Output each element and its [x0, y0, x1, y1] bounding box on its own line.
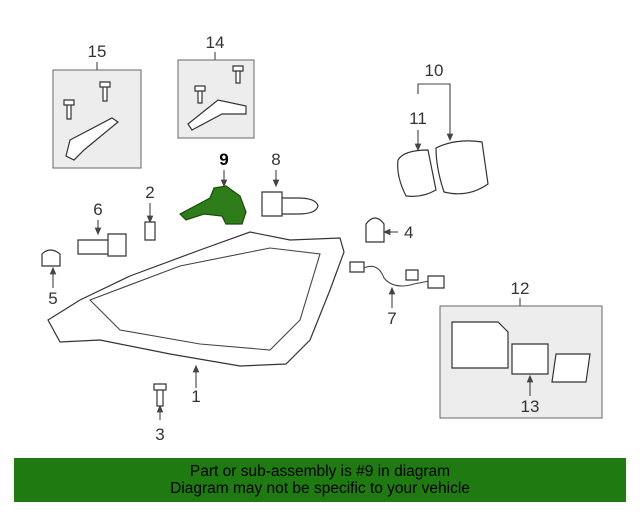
- callout-13[interactable]: 13: [521, 397, 540, 416]
- cover-10: [435, 140, 489, 195]
- callout-4[interactable]: 4: [404, 223, 413, 242]
- callout-1[interactable]: 1: [191, 387, 200, 406]
- bracket-15: [65, 117, 120, 161]
- bulb-icon: [261, 191, 319, 217]
- callout-9[interactable]: 9: [219, 150, 228, 169]
- part-5[interactable]: 5: [41, 249, 61, 308]
- info-banner: Part or sub-assembly is #9 in diagram Di…: [14, 458, 626, 502]
- connector-icon: [349, 261, 365, 273]
- part-9[interactable]: 9: [179, 150, 247, 225]
- small-bulb-icon: [41, 249, 61, 267]
- lens-plate: [551, 353, 591, 383]
- bolt-icon: [153, 383, 167, 407]
- callout-3[interactable]: 3: [155, 425, 164, 444]
- part-6[interactable]: 6: [77, 200, 127, 257]
- screw-icon: [63, 81, 111, 120]
- part-3[interactable]: 3: [153, 383, 167, 444]
- part-4[interactable]: 4: [365, 217, 413, 243]
- parts-diagram: 15 14 9 8 6 2: [41, 33, 603, 444]
- part-box-12[interactable]: 12 13: [439, 279, 603, 419]
- cover-11: [397, 149, 437, 197]
- part-box-14[interactable]: 14: [177, 33, 255, 139]
- headlamp-housing: [47, 231, 345, 367]
- highlighted-part-9: [179, 185, 247, 225]
- banner-line-2: Diagram may not be specific to your vehi…: [170, 480, 470, 497]
- callout-15[interactable]: 15: [88, 42, 107, 61]
- connector-icon: [405, 269, 445, 289]
- part-10-11[interactable]: 10 11: [397, 61, 489, 197]
- callout-5[interactable]: 5: [48, 289, 57, 308]
- lens-13: [511, 343, 549, 375]
- callout-8[interactable]: 8: [271, 150, 280, 169]
- part-1[interactable]: 1: [47, 231, 345, 406]
- callout-7[interactable]: 7: [387, 309, 396, 328]
- callout-10[interactable]: 10: [425, 61, 444, 80]
- part-box-15[interactable]: 15: [52, 42, 142, 169]
- part-2[interactable]: 2: [144, 183, 156, 241]
- bracket-14: [187, 99, 247, 131]
- banner-line-1: Part or sub-assembly is #9 in diagram: [189, 463, 451, 480]
- socket-icon: [77, 233, 127, 257]
- clip-icon: [144, 221, 156, 241]
- callout-11[interactable]: 11: [409, 109, 427, 128]
- bulb-icon: [365, 217, 385, 243]
- callout-6[interactable]: 6: [93, 200, 102, 219]
- part-7[interactable]: 7: [349, 261, 445, 328]
- callout-2[interactable]: 2: [145, 183, 154, 202]
- callout-14[interactable]: 14: [206, 33, 225, 52]
- lamp-unit-12: [451, 321, 509, 369]
- part-8[interactable]: 8: [261, 150, 319, 217]
- screw-icon: [194, 65, 244, 104]
- callout-12[interactable]: 12: [511, 279, 530, 298]
